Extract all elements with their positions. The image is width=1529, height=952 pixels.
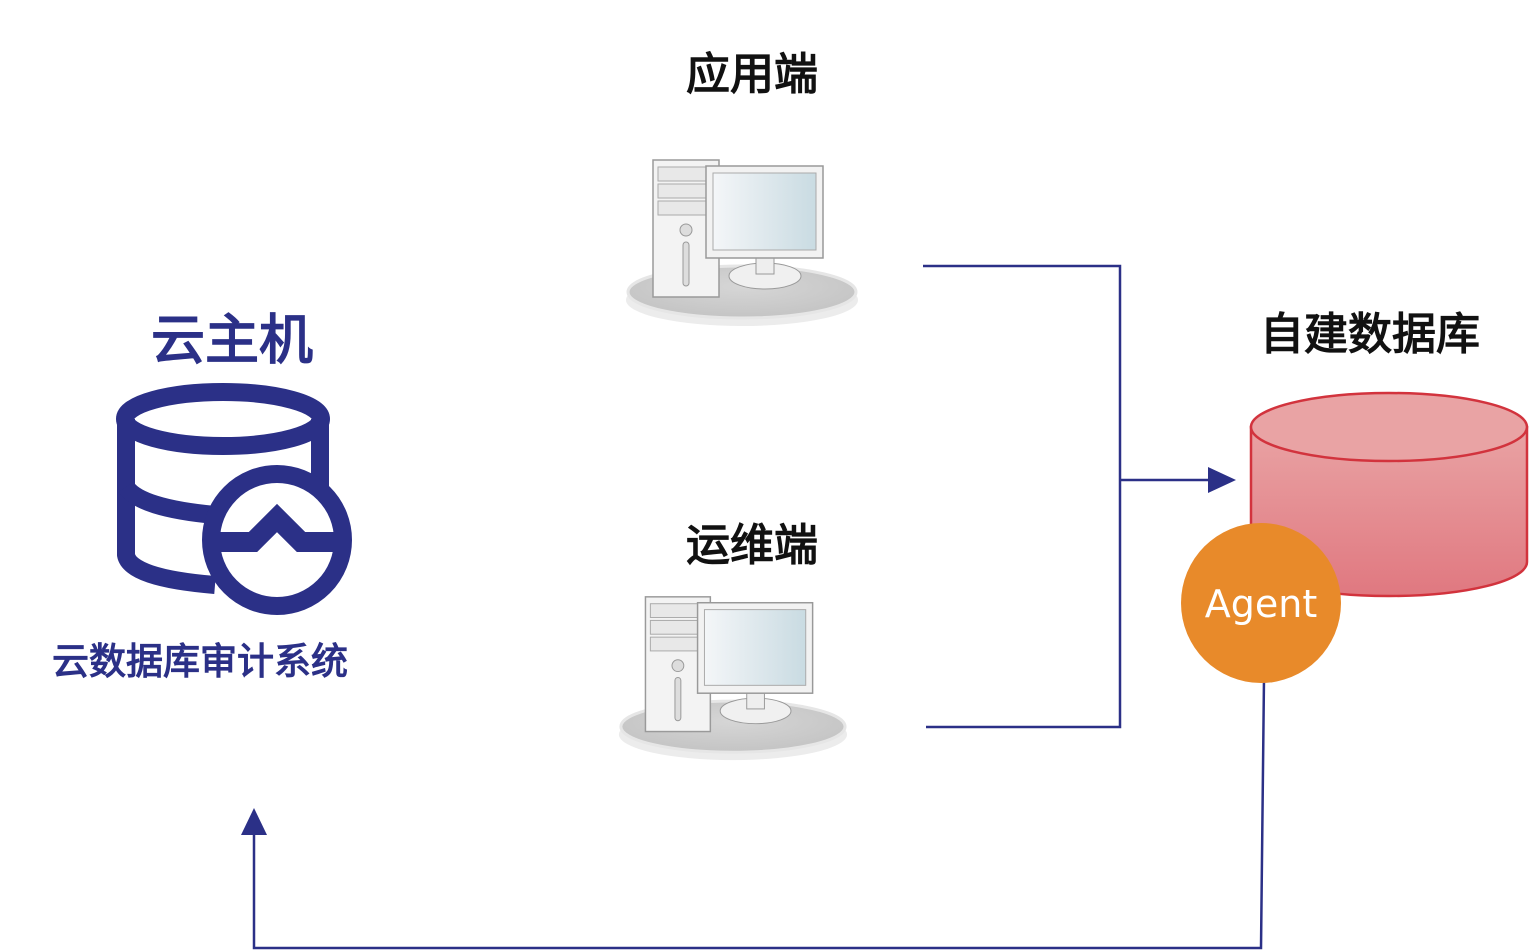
app-client-label: 应用端 [686,49,818,100]
ops-client-computer-icon [617,595,849,762]
arrowhead-to-audit-icon [241,808,267,835]
ops-client-label: 运维端 [686,520,818,571]
app-client-computer-icon [624,158,860,328]
audit-system-label: 云数据库审计系统 [52,640,348,683]
cloud-host-label: 云主机 [151,308,313,372]
self-built-db-label: 自建数据库 [1260,309,1480,360]
client-bracket-line [923,264,1122,729]
agent-to-audit-line [252,677,1266,950]
database-audit-icon [116,383,352,615]
agent-circle [1181,523,1341,683]
arrowhead-to-db-icon [1208,467,1236,493]
agent-label: Agent [1204,582,1318,626]
connector-lines [252,264,1266,950]
